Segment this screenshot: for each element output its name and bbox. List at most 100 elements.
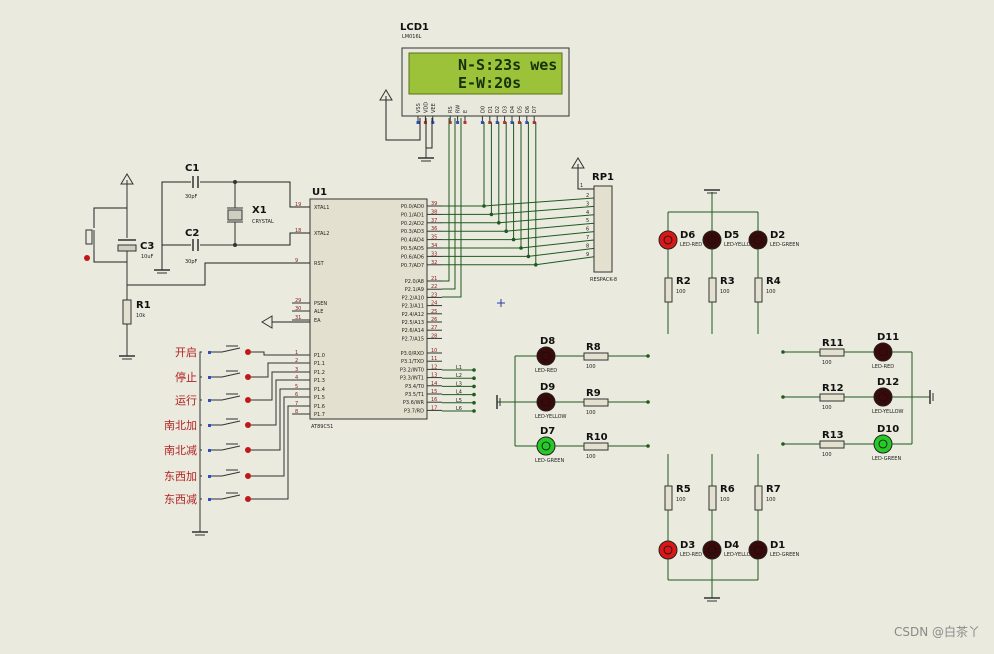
button-label: 东西减 [164,493,197,506]
mcu-pin-label: P0.3/AD3 [401,229,424,235]
net-label-l2: L2 [456,373,462,379]
rp1-resistor-pack[interactable]: RP1 RESPACK-8 1 [572,158,617,283]
mcu-pin-number: 2 [295,358,298,364]
mcu-part: AT89C51 [311,424,333,430]
mcu-pin-number: 26 [431,317,437,323]
led-name: D5 [724,230,739,241]
led-type: LED-GREEN [872,456,901,462]
svg-text:9: 9 [586,252,589,258]
button-label: 运行 [175,394,197,407]
mcu-pin-number: 24 [431,301,437,307]
mcu-pin-label: P1.6 [314,404,325,410]
mcu-pin-label: EA [314,318,321,324]
lcd-line-1: N-S:23s wes [458,56,557,74]
mcu-pin-number: 32 [431,260,437,266]
resistor-name: R7 [766,484,781,495]
mcu-pin-label: P3.0/RXD [401,351,425,357]
led-type: LED-GREEN [770,552,799,558]
x1-name: X1 [252,205,267,216]
lcd-pin-label: RW [456,105,462,113]
rp1-name: RP1 [592,172,614,183]
c2-name: C2 [185,228,199,239]
svg-text:1: 1 [580,183,583,189]
resistor-name: R3 [720,276,735,287]
led-name: D10 [877,424,899,435]
mcu-pin-number: 21 [431,276,437,282]
lcd-pin-label: D6 [525,106,531,113]
mcu-pin-label: P3.7/RD [404,408,424,414]
mcu-pin-label: P2.5/A13 [402,320,424,326]
r1-name: R1 [136,300,151,311]
x1-value: CRYSTAL [252,219,274,225]
mcu-pin-label: P3.2/INT0 [400,367,424,373]
mcu-pin-number: 8 [295,409,298,415]
mcu-pin-label: P1.2 [314,370,325,376]
led-type: LED-GREEN [535,458,564,464]
mcu-name: U1 [312,187,327,198]
led-name: D2 [770,230,785,241]
mcu-pin-label: P3.1/TXD [401,359,424,365]
led-name: D3 [680,540,695,551]
resistor-value: 100 [586,364,596,370]
mcu-pin-number: 1 [295,350,298,356]
ea-power [262,316,310,328]
mcu-pin-label: P2.0/A8 [405,279,424,285]
led-name: D6 [680,230,695,241]
mcu-pin-label: P0.1/AD1 [401,212,424,218]
mcu-pin-number: 6 [295,392,298,398]
led-type: LED-YELLOW [872,409,904,415]
mcu-pin-number: 38 [431,209,437,215]
net-label-l4: L4 [456,390,462,396]
led-name: D11 [877,332,899,343]
mcu-pin-number: 36 [431,226,437,232]
push-button-5[interactable]: 南北减 [164,389,292,532]
crosshair-marker [497,299,505,307]
mcu-pin-number: 14 [431,381,437,387]
resistor-name: R12 [822,383,844,394]
mcu-pin-number: 37 [431,218,437,224]
mcu-pin-label: P2.1/A9 [405,287,424,293]
lcd-pin-label: VDD [423,102,429,113]
push-button-6[interactable]: 东西加 [164,397,292,532]
button-label: 南北加 [164,419,197,432]
resistor-value: 100 [766,497,776,503]
mcu-pin-number: 3 [295,367,298,373]
mcu-pin-label: P3.4/T0 [405,384,424,390]
mcu-pin-label: P3.6/WR [403,400,425,406]
mcu-pin-label: P1.0 [314,353,325,359]
svg-text:2: 2 [586,193,589,199]
mcu-pin-number: 25 [431,309,437,315]
mcu-pin-label: P0.5/AD5 [401,246,424,252]
resistor-value: 100 [676,289,686,295]
c1-name: C1 [185,163,199,174]
led-name: D4 [724,540,739,551]
